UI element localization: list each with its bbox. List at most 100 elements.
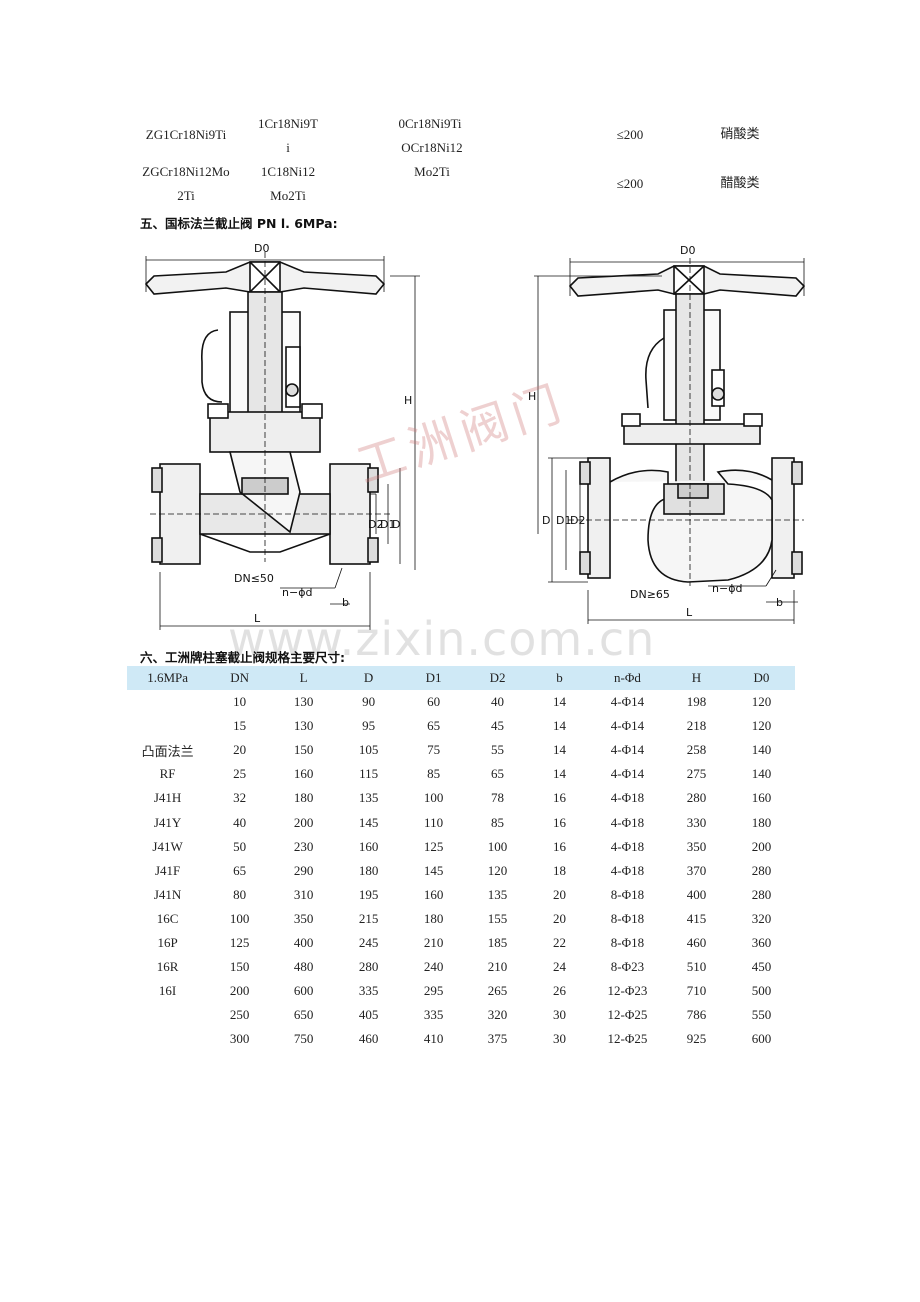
spec-cell: 280 bbox=[751, 886, 772, 902]
spec-cell: 200 bbox=[229, 983, 250, 999]
spec-cell: 30 bbox=[552, 1007, 566, 1023]
left-dim-d0: D0 bbox=[254, 242, 269, 255]
spec-side-label: J41Y bbox=[153, 814, 182, 830]
spec-cell: 185 bbox=[487, 934, 508, 950]
spec-cell: 125 bbox=[229, 934, 250, 950]
spec-cell: 100 bbox=[229, 910, 250, 926]
spec-cell: 258 bbox=[686, 742, 707, 758]
spec-header-cell: DN bbox=[208, 666, 272, 690]
material-stem-1a: 1Cr18Ni9T bbox=[258, 116, 318, 131]
spec-cell: 130 bbox=[293, 694, 314, 710]
material-temp-1: ≤200 bbox=[616, 127, 644, 142]
spec-cell: 280 bbox=[686, 790, 707, 806]
spec-cell: 180 bbox=[358, 862, 379, 878]
spec-cell: 4-Φ14 bbox=[610, 694, 645, 710]
spec-cell: 4-Φ14 bbox=[610, 718, 645, 734]
spec-cell: 140 bbox=[751, 742, 772, 758]
spec-side-label: 凸面法兰 bbox=[141, 744, 194, 760]
spec-cell: 200 bbox=[751, 838, 772, 854]
right-dim-h: H bbox=[528, 390, 536, 403]
spec-cell: 350 bbox=[686, 838, 707, 854]
spec-cell: 750 bbox=[293, 1031, 314, 1047]
spec-cell: 240 bbox=[423, 959, 444, 975]
spec-header-cell: 1.6MPa bbox=[127, 666, 209, 690]
spec-cell: 550 bbox=[751, 1007, 772, 1023]
spec-cell: 510 bbox=[686, 959, 707, 975]
spec-cell: 135 bbox=[358, 790, 379, 806]
spec-cell: 8-Φ18 bbox=[610, 886, 645, 902]
material-medium-1: 硝酸类 bbox=[720, 127, 760, 142]
spec-side-label: 16C bbox=[156, 910, 179, 926]
spec-cell: 460 bbox=[358, 1031, 379, 1047]
spec-side-label bbox=[127, 1027, 208, 1051]
spec-cell: 105 bbox=[358, 742, 379, 758]
spec-cell: 12-Φ23 bbox=[607, 983, 648, 999]
spec-cell: 4-Φ18 bbox=[610, 790, 645, 806]
spec-side-label: 16P bbox=[157, 934, 178, 950]
spec-cell: 110 bbox=[424, 814, 444, 830]
spec-cell: 75 bbox=[427, 742, 441, 758]
spec-cell: 115 bbox=[359, 766, 379, 782]
spec-cell: 295 bbox=[423, 983, 444, 999]
spec-cell: 100 bbox=[487, 838, 508, 854]
spec-cell: 265 bbox=[487, 983, 508, 999]
spec-cell: 150 bbox=[229, 959, 250, 975]
spec-cell: 12-Φ25 bbox=[607, 1031, 648, 1047]
spec-side-label bbox=[127, 1003, 208, 1027]
spec-cell: 65 bbox=[491, 766, 505, 782]
right-dim-d0: D0 bbox=[680, 244, 695, 257]
spec-cell: 32 bbox=[233, 790, 247, 806]
right-dim-b: b bbox=[776, 596, 783, 609]
spec-side-label: 16R bbox=[156, 959, 179, 975]
spec-cell: 350 bbox=[293, 910, 314, 926]
spec-cell: 90 bbox=[362, 694, 376, 710]
spec-cell: 14 bbox=[552, 718, 566, 734]
spec-cell: 280 bbox=[358, 959, 379, 975]
spec-cell: 290 bbox=[293, 862, 314, 878]
spec-cell: 120 bbox=[751, 718, 772, 734]
right-dim-d: D bbox=[542, 514, 550, 527]
spec-cell: 40 bbox=[491, 694, 505, 710]
spec-cell: 925 bbox=[686, 1031, 707, 1047]
spec-cell: 786 bbox=[686, 1007, 707, 1023]
spec-cell: 155 bbox=[487, 910, 508, 926]
spec-side-label bbox=[127, 690, 208, 714]
spec-cell: 320 bbox=[751, 910, 772, 926]
spec-side-label: J41F bbox=[154, 862, 181, 878]
section6-title: 六、工洲牌柱塞截止阀规格主要尺寸: bbox=[140, 650, 345, 665]
spec-cell: 18 bbox=[552, 862, 566, 878]
material-trim-1b: OCr18Ni12 bbox=[401, 140, 463, 155]
spec-cell: 710 bbox=[686, 983, 707, 999]
left-dim-d2: D2 bbox=[368, 518, 383, 531]
left-dim-l: L bbox=[254, 612, 261, 625]
left-dim-d1: D1 bbox=[380, 518, 395, 531]
spec-cell: 14 bbox=[552, 742, 566, 758]
spec-cell: 65 bbox=[427, 718, 441, 734]
spec-cell: 180 bbox=[293, 790, 314, 806]
spec-cell: 335 bbox=[423, 1007, 444, 1023]
spec-cell: 200 bbox=[293, 814, 314, 830]
site-watermark: www.zixin.com.cn bbox=[228, 612, 656, 666]
section5-title: 五、国标法兰截止阀 PN l. 6MPa: bbox=[140, 216, 338, 231]
left-dim-bolt: n−ϕd bbox=[282, 586, 312, 599]
spec-cell: 480 bbox=[293, 959, 314, 975]
left-dim-h: H bbox=[404, 394, 412, 407]
spec-cell: 16 bbox=[552, 838, 566, 854]
spec-cell: 50 bbox=[233, 838, 247, 854]
spec-cell: 135 bbox=[487, 886, 508, 902]
spec-cell: 600 bbox=[751, 1031, 772, 1047]
spec-cell: 80 bbox=[233, 886, 247, 902]
spec-cell: 85 bbox=[427, 766, 441, 782]
spec-cell: 30 bbox=[552, 1031, 566, 1047]
material-stem-1b: i bbox=[286, 140, 290, 155]
spec-side-label: J41N bbox=[153, 886, 182, 902]
spec-header-cell: D0 bbox=[727, 666, 795, 690]
spec-cell: 500 bbox=[751, 983, 772, 999]
spec-cell: 15 bbox=[233, 718, 247, 734]
spec-cell: 160 bbox=[423, 886, 444, 902]
valve-drawing-large: D0 H D D1 D2 DN≥65 n−ϕd b L bbox=[528, 244, 806, 624]
